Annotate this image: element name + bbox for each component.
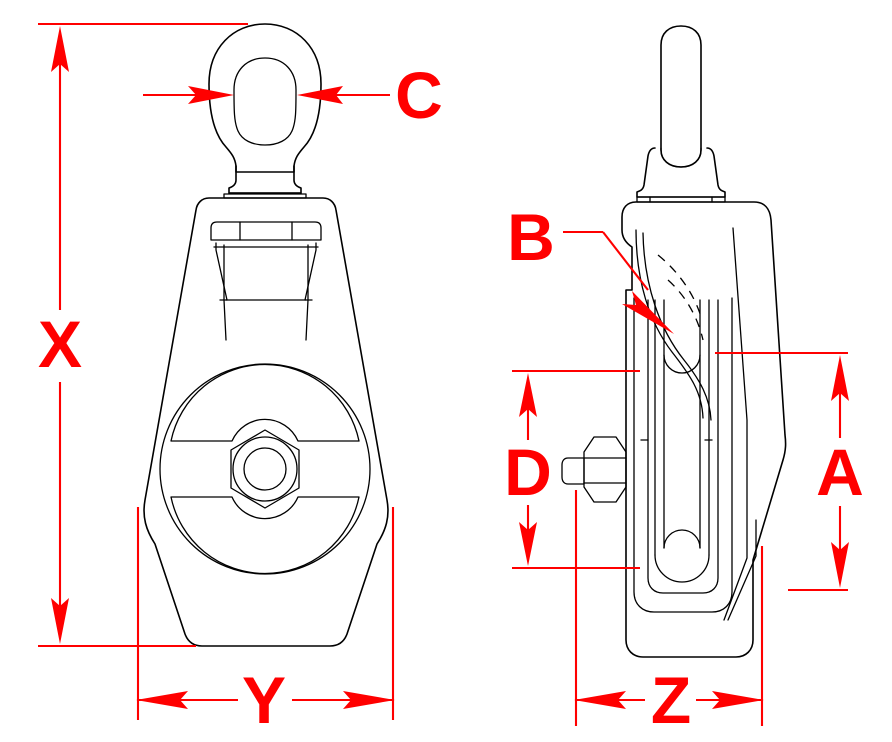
dim-D-arrow-bottom xyxy=(519,522,537,566)
axle-washer xyxy=(561,457,585,485)
dim-Z-arrow-right xyxy=(712,691,764,709)
dim-Y-arrow-right xyxy=(343,691,395,709)
dim-X-label: X xyxy=(38,307,82,381)
dim-D-label: D xyxy=(504,435,552,509)
inner-cavity-left xyxy=(223,244,227,341)
dim-C-arrow-left xyxy=(188,86,234,104)
swivel-eye-hole xyxy=(233,57,297,146)
sheave-bottom-arc-outer xyxy=(654,554,710,583)
dimension-B: B xyxy=(507,200,674,334)
swivel-fork-gap xyxy=(660,147,702,168)
dimension-D: D xyxy=(504,369,640,570)
dim-Z-arrow-left xyxy=(574,691,626,709)
sheave-top-arc xyxy=(663,354,701,374)
dim-A-arrow-bottom xyxy=(831,542,849,588)
swivel-eye-edge xyxy=(660,25,702,168)
side-rear-taper-edge-2 xyxy=(727,519,757,621)
dim-B-label: B xyxy=(507,200,555,274)
dimension-X: X xyxy=(38,22,248,648)
hub-bore-circle xyxy=(243,447,287,491)
dimension-Y: Y xyxy=(136,507,395,737)
swivel-fork xyxy=(636,147,726,198)
dim-A-label: A xyxy=(816,435,864,509)
side-view-group xyxy=(561,25,787,658)
side-front-strap-edge-2 xyxy=(642,232,712,421)
dim-C-arrow-right xyxy=(297,86,343,104)
hub-outer-circle xyxy=(232,436,298,502)
inner-bracket-outline xyxy=(210,221,322,241)
dim-X-arrow-top xyxy=(51,26,69,72)
block-shell-outline xyxy=(143,197,389,647)
dimension-C: C xyxy=(143,58,443,132)
inner-bracket-left-leg xyxy=(215,242,228,301)
dimension-A: A xyxy=(715,351,864,592)
side-plate-outer-left xyxy=(633,297,733,613)
sheave-groove-hidden-lower xyxy=(667,279,704,341)
side-plate-inner-left xyxy=(647,299,719,594)
dim-D-arrow-top xyxy=(519,373,537,417)
hex-nut-hub xyxy=(230,429,300,509)
sheave-cutout-upper xyxy=(170,363,360,442)
front-view-group xyxy=(143,23,389,647)
sheave-outer-circle xyxy=(159,363,371,575)
hex-nut-side xyxy=(583,436,627,503)
swivel-eye-outer xyxy=(208,23,322,173)
swivel-neck xyxy=(228,165,302,194)
sheave-bottom-arc xyxy=(663,529,701,549)
inner-cavity-right xyxy=(305,244,309,341)
inner-bracket-right-leg xyxy=(304,242,317,301)
dim-B-leader-slant xyxy=(602,231,649,291)
dim-X-arrow-bottom xyxy=(51,598,69,644)
dimension-Z: Z xyxy=(574,490,764,737)
side-rear-taper-edge xyxy=(723,227,748,621)
dim-Y-arrow-left xyxy=(136,691,188,709)
dim-A-arrow-top xyxy=(831,355,849,401)
dim-B-arrow xyxy=(622,291,674,334)
block-body-side-outline xyxy=(621,201,787,658)
dim-Z-label: Z xyxy=(651,663,691,737)
side-front-strap-edge xyxy=(635,229,704,419)
dim-Y-label: Y xyxy=(242,663,286,737)
sheave-cutout-lower xyxy=(170,496,360,575)
dim-C-label: C xyxy=(395,58,443,132)
